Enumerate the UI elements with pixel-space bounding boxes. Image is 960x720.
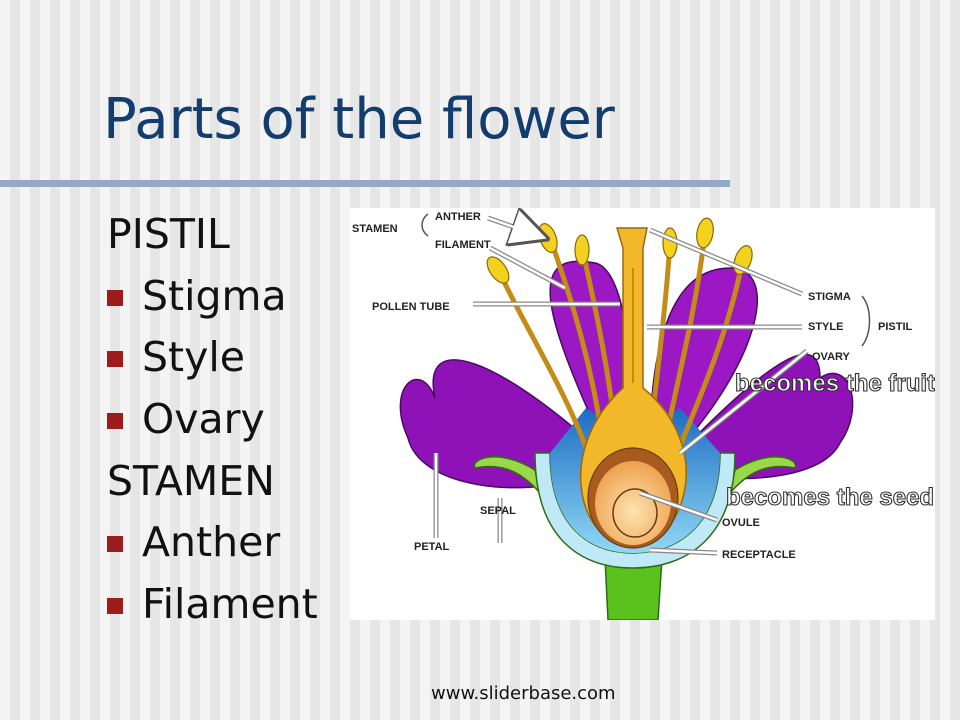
square-bullet-icon	[107, 536, 123, 553]
label-anther: ANTHER	[435, 211, 481, 223]
list-item-text: PISTIL	[107, 210, 230, 258]
list-item-text: Stigma	[142, 271, 287, 320]
square-bullet-icon	[107, 351, 123, 368]
label-petal: PETAL	[414, 541, 450, 553]
list-item-anther: Anther	[107, 516, 318, 578]
list-item-ovary: Ovary	[107, 393, 318, 455]
list-item-text: STAMEN	[107, 456, 275, 505]
label-pollen-tube: POLLEN TUBE	[372, 301, 450, 313]
label-style: STYLE	[808, 321, 843, 333]
footer-url: www.sliderbase.com	[431, 683, 616, 704]
label-stamen: STAMEN	[352, 223, 398, 235]
list-item-style: Style	[107, 331, 318, 393]
list-heading-stamen: STAMEN	[107, 455, 318, 517]
pistil-shape	[579, 227, 687, 549]
title-divider	[0, 180, 730, 187]
slide-title: Parts of the flower	[103, 87, 615, 152]
square-bullet-icon	[107, 598, 123, 615]
label-pointers	[433, 218, 809, 556]
list-item-text: Filament	[142, 580, 318, 629]
annotation-becomes-seed: becomes the seed	[726, 484, 934, 511]
list-heading-pistil: PISTIL	[107, 208, 318, 270]
label-pistil: PISTIL	[878, 321, 913, 333]
label-stigma: STIGMA	[808, 291, 851, 303]
label-ovule: OVULE	[722, 517, 760, 529]
label-ovary: OVARY	[812, 351, 851, 363]
square-bullet-icon	[107, 289, 123, 306]
list-item-text: Style	[142, 333, 245, 382]
stamen-bracket	[421, 213, 429, 237]
label-receptacle: RECEPTACLE	[722, 549, 796, 561]
parts-list: PISTIL Stigma Style Ovary STAMEN Anther …	[107, 208, 318, 640]
list-item-text: Ovary	[142, 395, 265, 444]
flower-diagram-svg: STAMEN ANTHER FILAMENT POLLEN TUBE STIGM…	[352, 208, 935, 620]
square-bullet-icon	[107, 413, 123, 430]
annotation-becomes-fruit: becomes the fruit	[735, 370, 935, 397]
list-item-text: Anther	[142, 518, 281, 567]
sepal-shapes	[473, 456, 797, 494]
pistil-bracket	[861, 295, 871, 347]
label-sepal: SEPAL	[480, 505, 516, 517]
list-item-filament: Filament	[107, 578, 318, 640]
label-filament: FILAMENT	[435, 239, 491, 251]
flower-diagram: STAMEN ANTHER FILAMENT POLLEN TUBE STIGM…	[350, 208, 935, 620]
list-item-stigma: Stigma	[107, 270, 318, 332]
